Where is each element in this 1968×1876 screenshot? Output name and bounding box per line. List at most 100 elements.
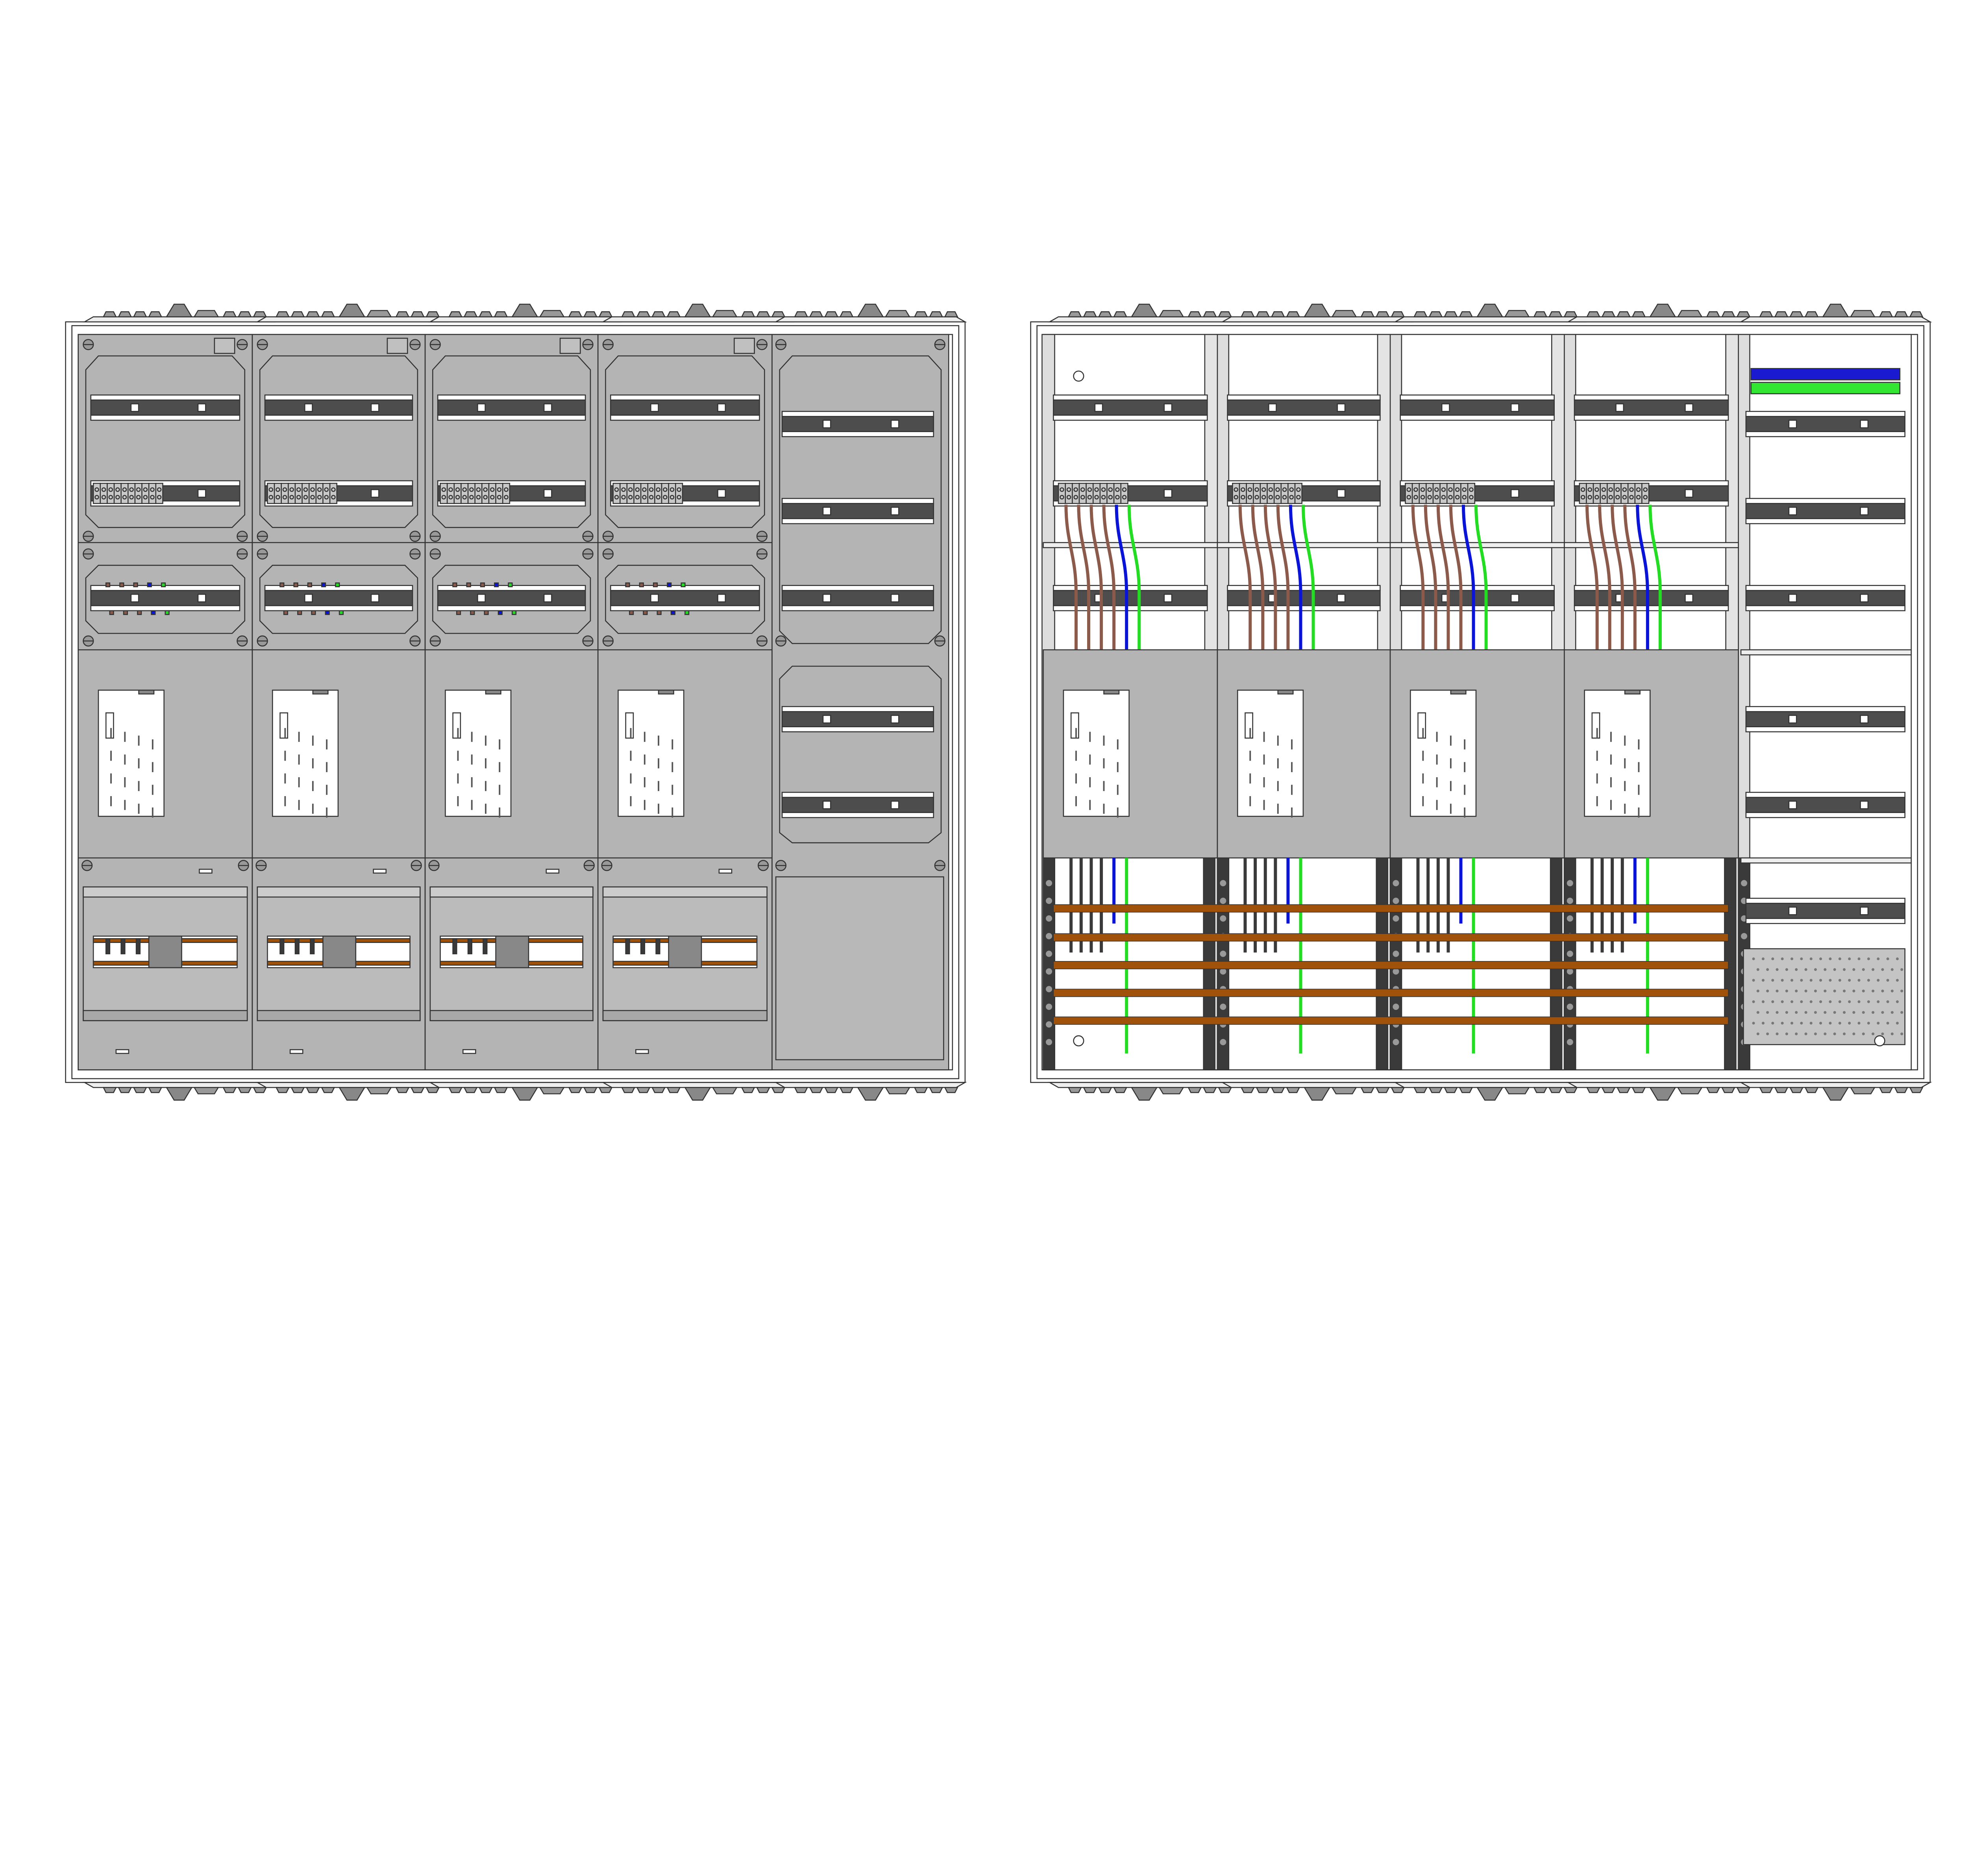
gland-small [1428, 311, 1443, 318]
perforation [1867, 1000, 1870, 1003]
terminal [1467, 482, 1476, 504]
gland-large [338, 1087, 366, 1101]
gland-medium [712, 1087, 738, 1094]
gland-small [944, 1087, 958, 1093]
distribution-bay [1073, 368, 1912, 1046]
busbar [1053, 1017, 1729, 1025]
gland-small [237, 311, 252, 318]
terminal [1253, 482, 1261, 504]
cable-gland [601, 303, 794, 323]
terminal [1586, 482, 1594, 504]
gland-medium [884, 310, 911, 318]
wire [1474, 505, 1488, 650]
perforation [1881, 1011, 1884, 1014]
perforation [1862, 968, 1865, 971]
terminal [633, 482, 642, 504]
perforation [1829, 1022, 1832, 1025]
perforation [1838, 1022, 1841, 1025]
perforation [1809, 979, 1813, 982]
din-rail [610, 585, 760, 612]
gland-small [1631, 311, 1646, 318]
rail-edge [781, 518, 934, 524]
terminal-screw [490, 487, 495, 492]
terminal-screw [1115, 487, 1120, 492]
rail-edge [90, 605, 240, 612]
perforation [1848, 957, 1851, 960]
wire-stub [629, 610, 634, 615]
terminal-screw [614, 495, 619, 500]
gland-small [1601, 311, 1616, 318]
gland-small [1721, 311, 1736, 318]
gland-small [1894, 311, 1909, 318]
terminal-screw [1066, 495, 1071, 500]
window-marker [1417, 712, 1426, 739]
rail-slot [890, 715, 899, 724]
terminal-screw [628, 495, 633, 500]
terminal-screw [143, 487, 148, 492]
rail-edge [90, 394, 240, 401]
terminal [1287, 482, 1296, 504]
terminal-screw [303, 495, 308, 500]
terminal-screw [324, 495, 329, 500]
perforation [1814, 968, 1817, 971]
gland-small [237, 1087, 252, 1093]
terminal [1600, 482, 1608, 504]
rail-edge [781, 498, 934, 504]
terminal [1419, 482, 1427, 504]
terminal-screw [1234, 487, 1238, 492]
terminal-screw [628, 487, 633, 492]
screw [409, 339, 421, 350]
gland-small [1083, 1087, 1097, 1093]
perforation [1886, 957, 1889, 960]
terminal-screw [1441, 495, 1446, 500]
middle-cover [424, 542, 599, 651]
gland-small [1256, 1087, 1270, 1093]
gland-base [82, 316, 276, 323]
rail-slot [197, 593, 206, 603]
din-rail [781, 585, 934, 612]
terminal-screw [296, 495, 301, 500]
gland-medium [1158, 310, 1184, 318]
terminal-screw [649, 487, 654, 492]
din-rail [1745, 792, 1906, 818]
perforation [1838, 957, 1841, 960]
post-hole [1220, 880, 1226, 887]
perforation [1752, 957, 1755, 960]
gland-small [463, 311, 478, 318]
meter-bay [1043, 394, 1218, 1054]
conductor [640, 938, 646, 954]
rail-slot [370, 593, 379, 603]
perforation [1829, 1000, 1832, 1003]
meter-window [1584, 689, 1651, 818]
terminal [113, 482, 122, 504]
post-hole [1046, 915, 1052, 922]
wire [1276, 505, 1290, 650]
screw [237, 339, 248, 350]
terminal-screw [1073, 487, 1078, 492]
gland-small [824, 1087, 839, 1093]
screw [409, 548, 421, 560]
rail-slot [1860, 593, 1869, 603]
terminal-screw [448, 495, 453, 500]
perforation [1872, 1011, 1875, 1014]
terminal-screw [1420, 487, 1425, 492]
post-hole [1393, 1004, 1399, 1010]
rail-edge [1053, 414, 1208, 421]
post-hole [1567, 1039, 1573, 1045]
perforation [1881, 1032, 1884, 1035]
terminal-screw [1247, 487, 1252, 492]
perforation [1776, 989, 1779, 993]
screw [257, 635, 268, 647]
terminal-screw [122, 487, 127, 492]
label-slot [635, 1049, 649, 1054]
perforation [1790, 1000, 1794, 1003]
terminal [612, 482, 621, 504]
terminal-screw [101, 495, 106, 500]
rail-edge [610, 414, 760, 421]
terminal [1113, 482, 1122, 504]
perforation [1848, 1000, 1851, 1003]
terminal-screw [1087, 487, 1092, 492]
screw [756, 635, 768, 647]
perforation [1804, 1011, 1807, 1014]
terminal-screw [1462, 495, 1467, 500]
